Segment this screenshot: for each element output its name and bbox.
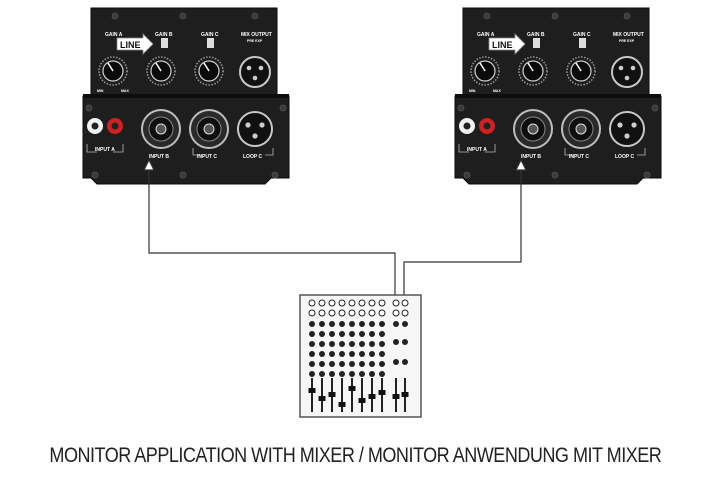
- mixer-icon: [299, 294, 422, 418]
- loop-c-label: LOOP C: [243, 154, 262, 160]
- gain-a-label: GAIN A: [477, 32, 495, 38]
- input-c-label: INPUT C: [197, 154, 217, 160]
- amplifier-panel-2: GAIN A GAIN B GAIN C MIX OUTPUT PRE EXP …: [454, 7, 662, 185]
- gain-b-label: GAIN B: [155, 32, 173, 38]
- min-label: MIN: [97, 89, 104, 93]
- gain-c-label: GAIN C: [201, 32, 219, 38]
- arrow-left-icon: [143, 158, 155, 171]
- mix-output-sublabel: PRE EXP: [619, 39, 635, 43]
- min-label: MIN: [469, 89, 476, 93]
- input-a-label: INPUT A: [467, 147, 487, 153]
- mix-output-label: MIX OUTPUT: [241, 32, 272, 38]
- line-badge: LINE: [120, 40, 141, 50]
- mix-output-sublabel: PRE EXP: [247, 39, 263, 43]
- amplifier-panel-1: GAIN A GAIN B GAIN C MIX OUTPUT PRE EXP …: [82, 7, 290, 185]
- gain-c-label: GAIN C: [573, 32, 591, 38]
- arrow-right-icon: [515, 158, 527, 171]
- input-c-label: INPUT C: [569, 154, 589, 160]
- input-a-label: INPUT A: [95, 147, 115, 153]
- gain-a-label: GAIN A: [105, 32, 123, 38]
- loop-c-label: LOOP C: [615, 154, 634, 160]
- mix-output-label: MIX OUTPUT: [613, 32, 644, 38]
- max-label: MAX: [121, 89, 129, 93]
- gain-b-label: GAIN B: [527, 32, 545, 38]
- cable-right: [403, 168, 522, 300]
- cable-left: [148, 168, 396, 300]
- line-badge: LINE: [492, 40, 513, 50]
- input-b-label: INPUT B: [521, 154, 541, 160]
- max-label: MAX: [493, 89, 501, 93]
- input-b-label: INPUT B: [149, 154, 169, 160]
- diagram-caption: MONITOR APPLICATION WITH MIXER / MONITOR…: [49, 444, 662, 467]
